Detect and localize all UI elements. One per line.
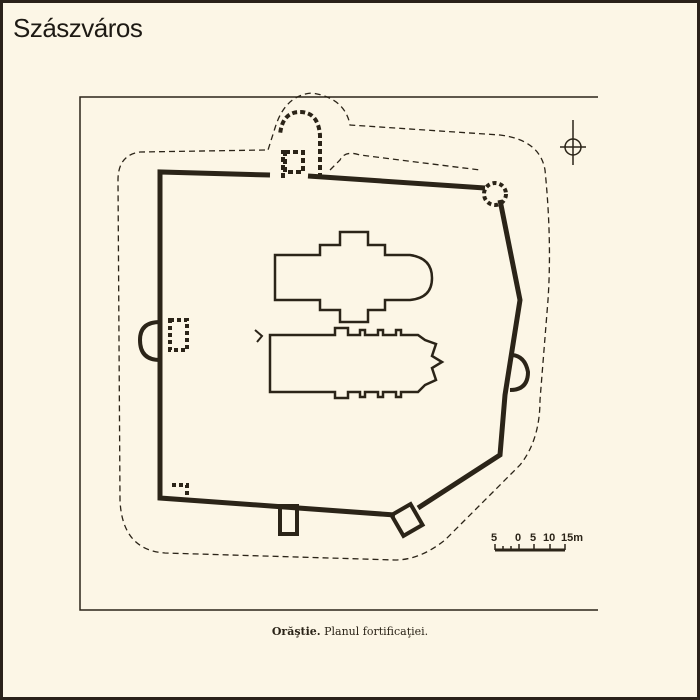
south-tower [278, 504, 299, 536]
lower-church [268, 326, 445, 400]
southeast-tower [388, 501, 426, 539]
northeast-round-tower [482, 181, 508, 207]
scale-label: 5 [491, 532, 497, 544]
inner-moat-line [329, 152, 481, 171]
scale-bar [494, 544, 566, 552]
curtain-wall [157, 169, 523, 518]
outer-moat-line [117, 92, 551, 561]
gateway-mark [254, 329, 264, 343]
north-square-tower [283, 150, 305, 174]
scale-label: 5 [530, 532, 536, 544]
scale-label: 0 [515, 532, 521, 544]
scale-label: 15m [561, 532, 583, 544]
west-square-tower [168, 318, 189, 352]
north-gate-tower [278, 109, 322, 178]
north-arrow-icon [560, 120, 586, 165]
caption-place: Orăştie. [271, 625, 321, 638]
east-half-round-tower [509, 353, 531, 392]
figure-caption: Orăştie. Planul fortificaţiei. [0, 625, 700, 638]
plate-border [79, 96, 598, 611]
southwest-corner-tower [172, 483, 189, 498]
caption-text: Planul fortificaţiei. [324, 625, 429, 638]
scale-label: 10 [543, 532, 555, 544]
west-half-round-tower [137, 320, 161, 362]
upper-church [273, 230, 434, 324]
page-title: Szászváros [13, 13, 143, 43]
